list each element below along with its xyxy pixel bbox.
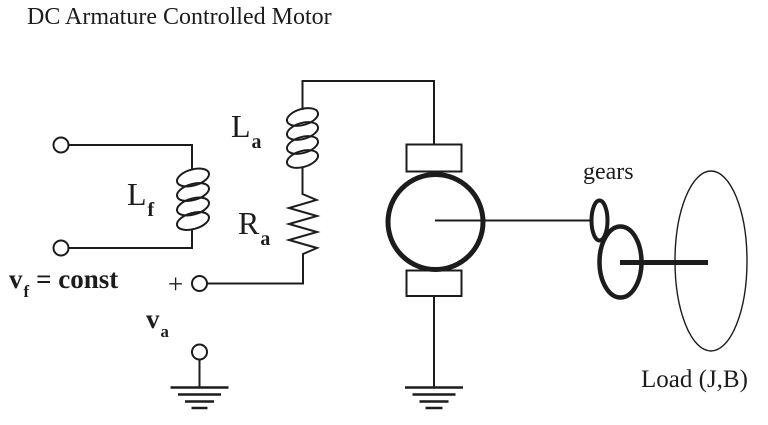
field-voltage-subscript: f [23, 282, 30, 302]
field-terminal-bottom [52, 239, 70, 257]
plus-polarity-sign: + [168, 269, 184, 299]
armature-resistor [207, 167, 321, 285]
field-voltage-label: vf= const [9, 264, 119, 302]
va-terminal [191, 343, 208, 361]
field-inductor-label: Lf [127, 176, 155, 221]
motor-brush-top [405, 143, 463, 173]
armature-inductor-subscript: a [251, 130, 262, 153]
motor-ground-symbol [405, 386, 463, 410]
field-terminal-top [52, 136, 70, 154]
armature-resistance-subscript: a [260, 227, 271, 250]
load-ellipse [674, 170, 748, 352]
field-voltage-const: = const [36, 264, 119, 294]
armature-inductor-label: La [231, 108, 262, 153]
diagram-title: DC Armature Controlled Motor [27, 4, 332, 30]
armature-voltage-subscript: a [160, 322, 169, 342]
field-wire-bottom [68, 229, 193, 249]
gears-label: gears [583, 159, 634, 185]
field-wire-top [68, 144, 193, 169]
armature-inductor-coil [285, 107, 320, 169]
load-label: Load (J,B) [641, 366, 748, 393]
armature-plus-terminal [191, 275, 208, 292]
field-inductor-coil [175, 167, 211, 231]
gear-small [589, 198, 610, 243]
armature-resistance-label: Ra [238, 205, 271, 250]
motor-brush-bottom [405, 269, 463, 297]
motor-body [385, 172, 486, 272]
armature-wire-top [301, 80, 435, 145]
armature-voltage-label: va [146, 304, 169, 342]
field-inductor-subscript: f [147, 198, 155, 221]
va-ground-symbol [170, 386, 229, 410]
